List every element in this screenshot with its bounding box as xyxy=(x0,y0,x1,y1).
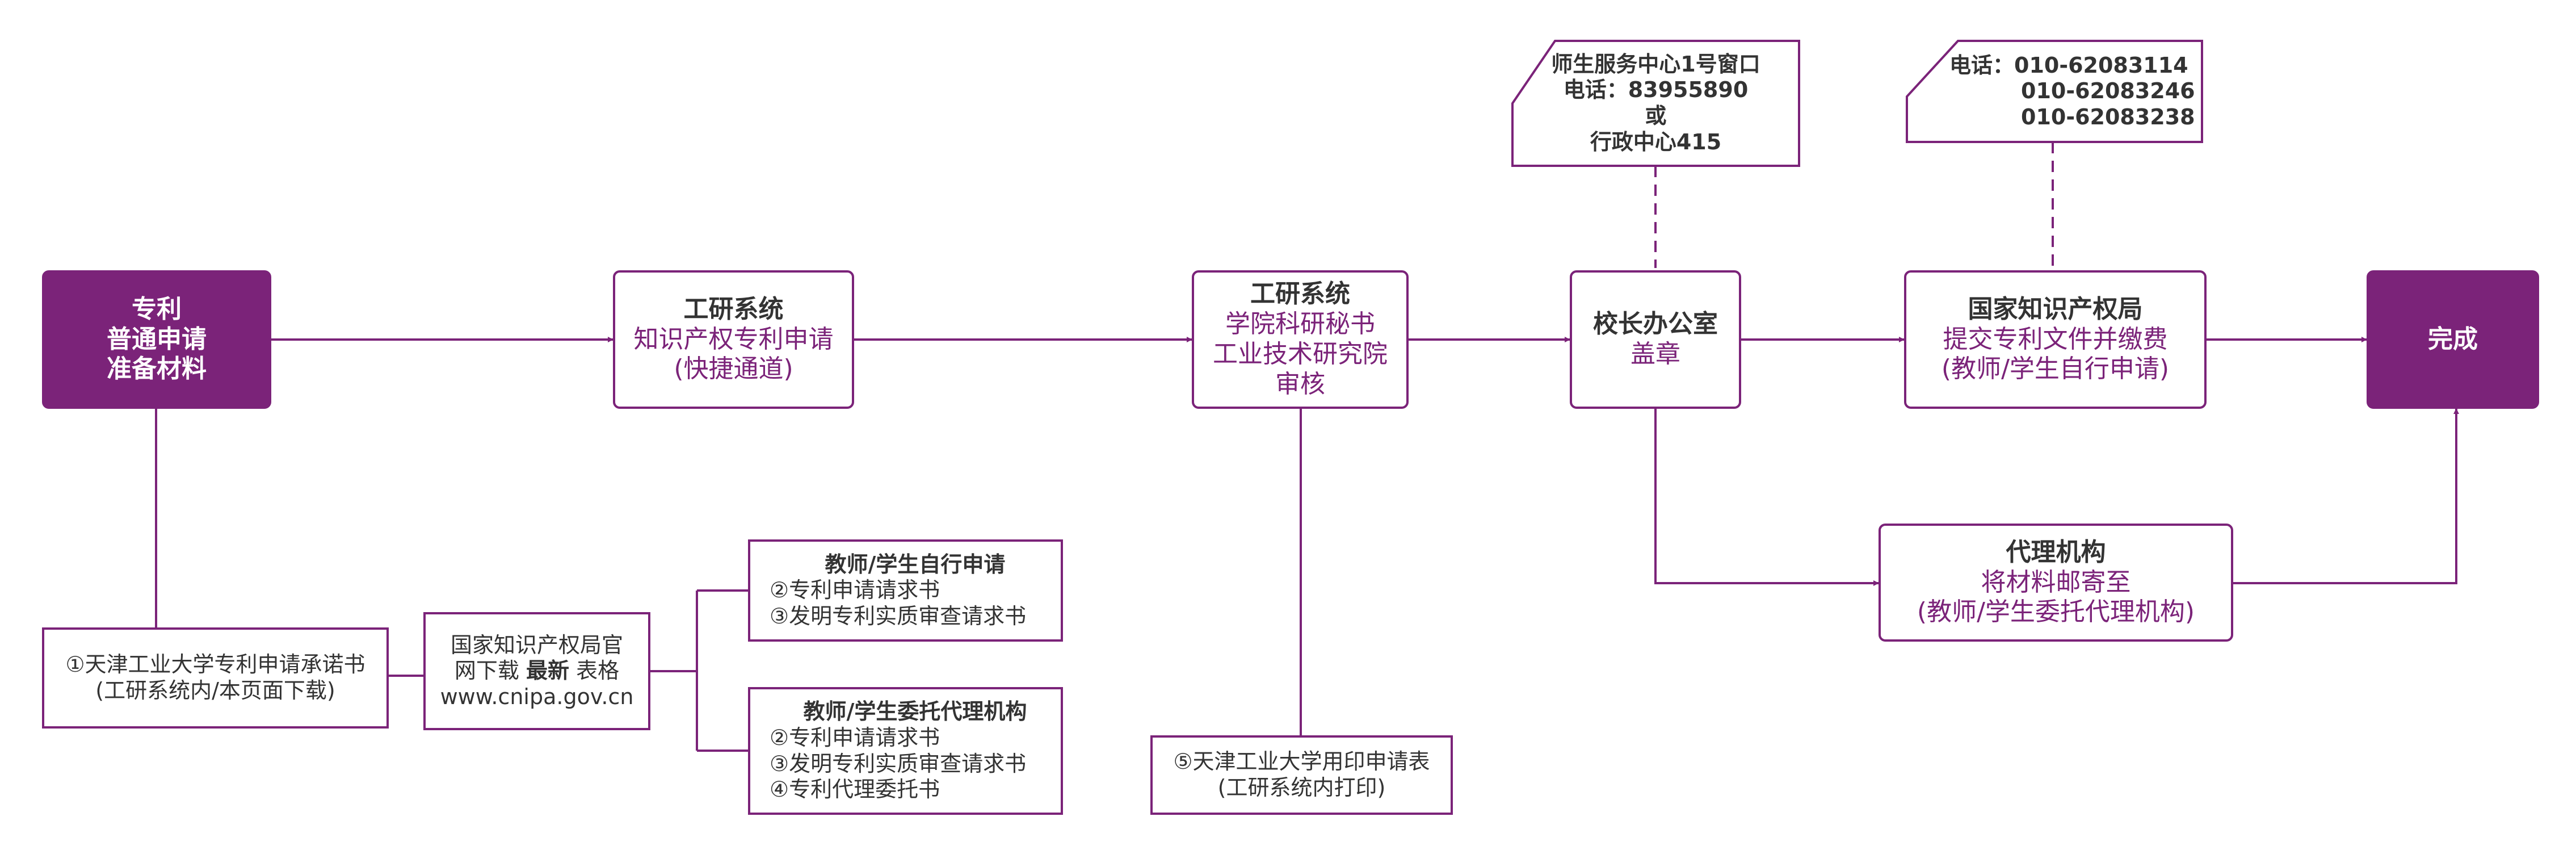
step-system-title: 工研系统 xyxy=(683,294,784,324)
step-review-box: 工研系统 学院科研秘书 工业技术研究院 审核 xyxy=(1192,270,1409,409)
doc-agent-item-3: ④专利代理委托书 xyxy=(770,777,940,802)
doc-forms-line-2-c: 表格 xyxy=(569,658,620,684)
doc-self-item-1: ②专利申请请求书 xyxy=(770,577,940,603)
step-review-title: 工研系统 xyxy=(1250,279,1350,309)
doc-forms-line-1: 国家知识产权局官 xyxy=(450,632,623,658)
start-line-2: 普通申请 xyxy=(107,324,207,354)
start-line-1: 专利 xyxy=(132,294,182,324)
doc-forms-url: www.cnipa.gov.cn xyxy=(440,684,634,709)
step-president-box: 校长办公室 盖章 xyxy=(1570,270,1741,409)
done-label: 完成 xyxy=(2428,324,2478,354)
step-review-line-2: 工业技术研究院 xyxy=(1213,340,1388,369)
callout-service-line-4: 行政中心415 xyxy=(1590,129,1722,154)
callout-service-line-3: 或 xyxy=(1645,103,1667,128)
doc-commitment-line-1: ①天津工业大学专利申请承诺书 xyxy=(65,652,365,677)
doc-agent-title: 教师/学生委托代理机构 xyxy=(803,699,1027,725)
callout-service-line-1: 师生服务中心1号窗口 xyxy=(1551,51,1760,77)
step-president-title: 校长办公室 xyxy=(1593,309,1718,339)
callout-phone-shape xyxy=(1906,40,2203,143)
doc-self-box: 教师/学生自行申请 ②专利申请请求书 ③发明专利实质审查请求书 xyxy=(748,539,1063,642)
step-cnipa-box: 国家知识产权局 提交专利文件并缴费 (教师/学生自行申请) xyxy=(1904,270,2207,409)
doc-seal-line-2: (工研系统内打印) xyxy=(1217,775,1386,800)
callout-phone-line-1: 电话：010-62083114 xyxy=(1949,52,2188,78)
doc-forms-line-2-a: 网下载 xyxy=(454,658,526,684)
step-system-line-2: (快捷通道) xyxy=(674,354,793,384)
arrow-president-to-agency xyxy=(1654,409,1879,586)
doc-seal-line-1: ⑤天津工业大学用印申请表 xyxy=(1173,749,1430,775)
doc-agent-item-2: ③发明专利实质审查请求书 xyxy=(770,751,1027,776)
step-president-line-1: 盖章 xyxy=(1631,340,1680,369)
step-review-line-3: 审核 xyxy=(1275,369,1325,399)
agency-title: 代理机构 xyxy=(2006,537,2106,567)
doc-commitment-box: ①天津工业大学专利申请承诺书 (工研系统内/本页面下载) xyxy=(42,627,389,729)
start-box: 专利 普通申请 准备材料 xyxy=(42,270,271,409)
step-system-box: 工研系统 知识产权专利申请 (快捷通道) xyxy=(613,270,854,409)
step-system-line-1: 知识产权专利申请 xyxy=(633,324,834,354)
step-cnipa-line-2: (教师/学生自行申请) xyxy=(1941,354,2170,384)
doc-forms-latest: 最新 xyxy=(526,658,569,684)
agency-line-1: 将材料邮寄至 xyxy=(1981,567,2131,597)
doc-forms-box: 国家知识产权局官 网下载 最新 表格 www.cnipa.gov.cn xyxy=(423,612,650,730)
arrow-agency-to-done xyxy=(2233,408,2459,584)
doc-commitment-line-2: (工研系统内/本页面下载) xyxy=(95,678,335,703)
callout-service-line-2: 电话：83955890 xyxy=(1563,77,1749,103)
callout-service-shape xyxy=(1511,40,1800,167)
doc-seal-box: ⑤天津工业大学用印申请表 (工研系统内打印) xyxy=(1150,735,1453,815)
agency-line-2: (教师/学生委托代理机构) xyxy=(1917,597,2195,627)
doc-forms-line-2: 网下载 最新 表格 xyxy=(455,658,619,684)
step-cnipa-line-1: 提交专利文件并缴费 xyxy=(1943,324,2168,354)
doc-agent-box: 教师/学生委托代理机构 ②专利申请请求书 ③发明专利实质审查请求书 ④专利代理委… xyxy=(748,687,1063,815)
callout-phone-line-2: 010-62083246 xyxy=(2021,78,2195,104)
doc-self-title: 教师/学生自行申请 xyxy=(825,551,1006,577)
doc-self-item-2: ③发明专利实质审查请求书 xyxy=(770,603,1027,629)
callout-phone: 电话：010-62083114 010-62083246 010-6208323… xyxy=(1907,41,2202,142)
callout-phone-line-3: 010-62083238 xyxy=(2021,104,2195,129)
doc-agent-item-1: ②专利申请请求书 xyxy=(770,725,940,750)
start-line-3: 准备材料 xyxy=(107,354,207,384)
step-review-line-1: 学院科研秘书 xyxy=(1225,309,1375,339)
agency-box: 代理机构 将材料邮寄至 (教师/学生委托代理机构) xyxy=(1879,524,2233,642)
done-box: 完成 xyxy=(2367,270,2539,409)
step-cnipa-title: 国家知识产权局 xyxy=(1968,294,2143,324)
callout-service: 师生服务中心1号窗口 电话：83955890 或 行政中心415 xyxy=(1512,41,1799,166)
